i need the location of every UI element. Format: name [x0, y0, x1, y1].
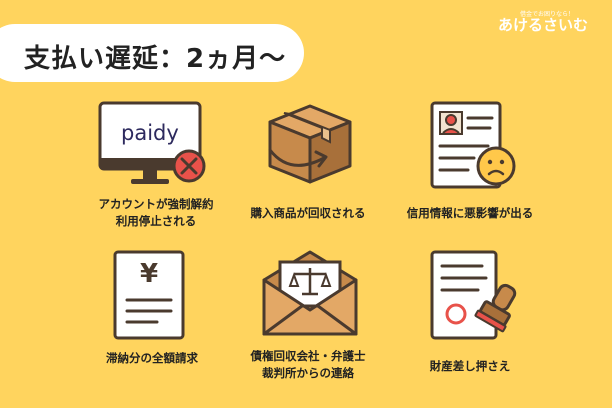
package-return-icon	[268, 104, 352, 184]
logo-text: あけるさいむ	[498, 16, 589, 34]
title-pill	[0, 24, 304, 82]
monitor-brand: paidy	[121, 121, 179, 145]
brand-logo: 借金でお困りなら！ あけるさいむ	[498, 8, 602, 36]
document-sad-face-icon	[430, 101, 516, 189]
item-label-collection: 債権回収会社・弁護士 裁判所からの連絡	[250, 349, 366, 380]
item-label-goods: 購入商品が回収される	[250, 206, 366, 220]
yen-document-icon: ¥	[113, 250, 185, 340]
logo-tagline: 借金でお困りなら！	[520, 11, 575, 18]
svg-text:¥: ¥	[140, 259, 158, 289]
item-label-full-claim: 滞納分の全額請求	[106, 351, 198, 365]
document-stamp-icon	[430, 250, 517, 340]
item-label-account: アカウントが強制解約 利用停止される	[98, 197, 214, 228]
page-title: 支払い遅延：2ヵ月〜	[24, 44, 287, 74]
item-label-seizure: 財産差し押さえ	[429, 359, 511, 373]
monitor-x-icon: paidy	[98, 101, 206, 184]
legal-envelope-icon	[262, 250, 358, 336]
item-label-credit: 信用情報に悪影響が出る	[406, 206, 534, 220]
